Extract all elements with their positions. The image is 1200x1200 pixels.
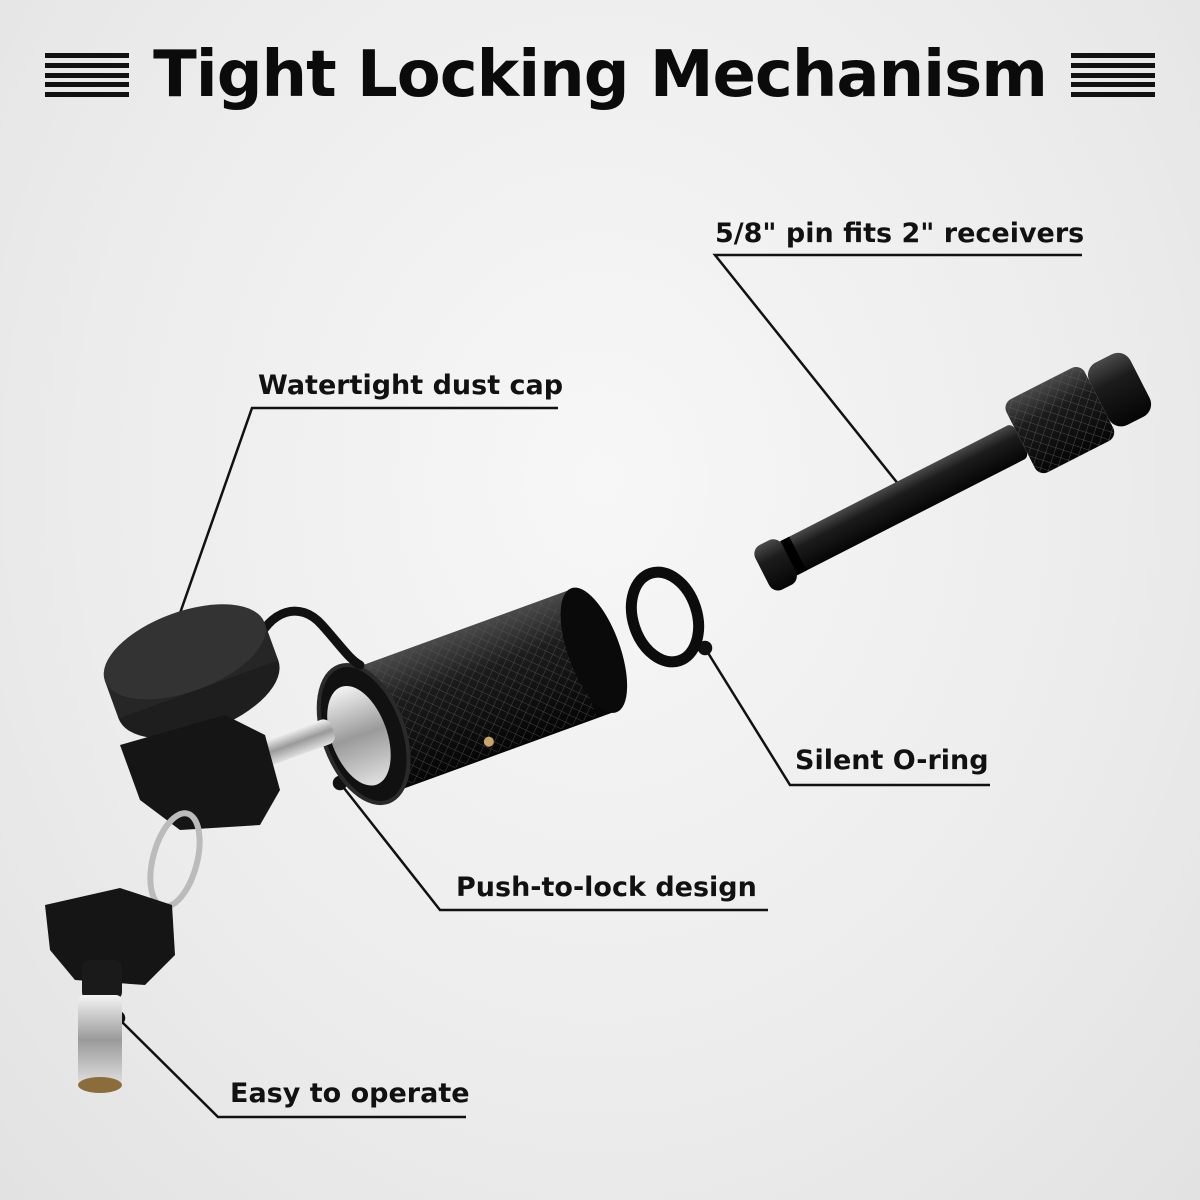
inserted-key-shaft (255, 719, 335, 767)
callout-pin: 5/8" pin fits 2" receivers (715, 218, 1085, 249)
title-bar: Tight Locking Mechanism (0, 30, 1200, 120)
push-leader-line (339, 782, 768, 912)
pin-groove (780, 536, 807, 575)
inserted-key (120, 715, 335, 830)
pin-shaft (773, 425, 1028, 578)
left-stripes-decoration (45, 53, 130, 97)
lock-chrome-face (327, 685, 391, 786)
callout-easy: Easy to operate (230, 1078, 470, 1109)
dust-cap-strap (250, 606, 365, 670)
oring-leader-line (703, 647, 990, 787)
loose-key-tube-end (78, 1077, 122, 1093)
callout-cap: Watertight dust cap (258, 370, 564, 401)
right-stripes-decoration (1070, 53, 1155, 97)
dust-cap (103, 604, 280, 739)
loose-key-neck (82, 960, 122, 1000)
loose-key (45, 888, 175, 1093)
callout-oring: Silent O-ring (795, 745, 989, 776)
o-ring (625, 566, 705, 668)
pin-head (1087, 352, 1152, 427)
easy-leader-line (117, 1017, 466, 1119)
pin-tip (754, 539, 797, 591)
inserted-key-head (120, 715, 280, 830)
hitch-pin (754, 352, 1152, 591)
lock-end-cap (560, 587, 628, 713)
callout-push: Push-to-lock design (456, 872, 757, 903)
pin-leader-line (712, 253, 1082, 506)
cap-leader-line (170, 406, 558, 637)
lock-knurl-texture (365, 597, 597, 785)
loose-key-tube (78, 995, 122, 1085)
page-title: Tight Locking Mechanism (153, 38, 1048, 112)
lock-rivet (483, 736, 494, 747)
lock-body (316, 587, 628, 806)
loose-key-head (45, 888, 175, 985)
pin-knurl-texture (1005, 366, 1115, 474)
